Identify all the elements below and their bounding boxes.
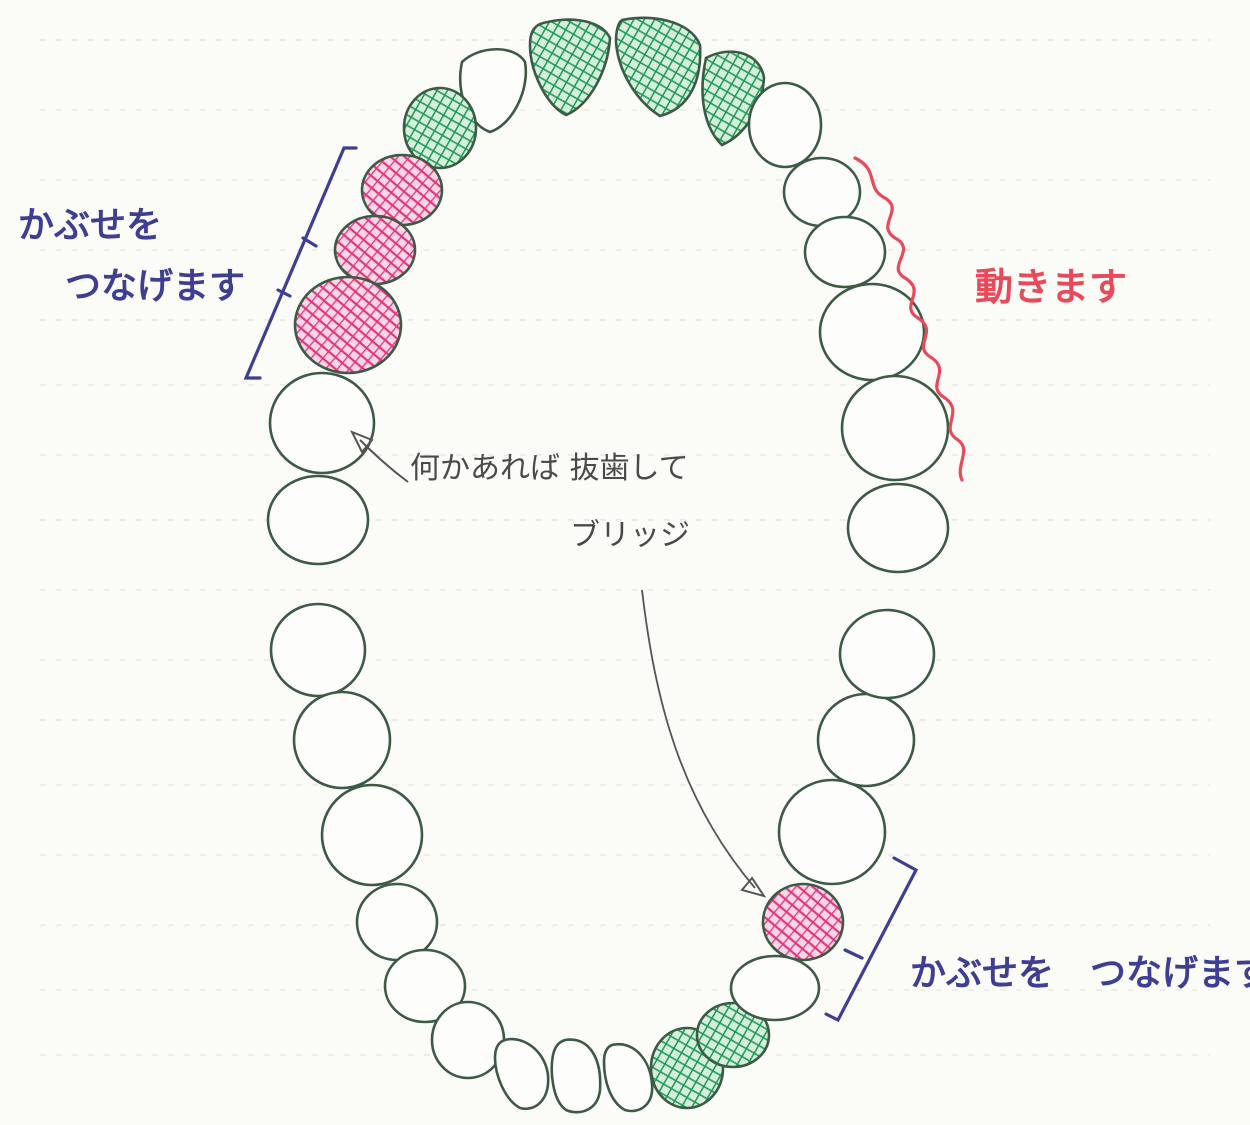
lower-tooth [816, 692, 916, 788]
lower-right-bridge-bracket [824, 856, 919, 1023]
upper-tooth [840, 374, 950, 482]
upper-tooth-pink [293, 275, 403, 375]
upper-tooth-pink [360, 153, 444, 227]
upper-tooth [268, 371, 376, 475]
lower-tooth [320, 783, 424, 887]
upper-tooth [747, 81, 823, 169]
upper-tooth [846, 482, 950, 574]
upper-arch [266, 16, 950, 574]
upper-tooth [266, 474, 370, 566]
extraction-arrowhead [349, 430, 374, 454]
bridge-arrowhead [740, 876, 767, 898]
lower-tooth [550, 1038, 602, 1114]
mobility-wavy-line [853, 156, 966, 482]
lower-tooth [430, 1000, 506, 1080]
lower-arch [269, 602, 936, 1114]
upper-left-bridge-label: つなげます [65, 266, 245, 307]
lower-right-bridge-label: かぶせを つなげます [910, 953, 1250, 994]
lower-tooth [602, 1042, 654, 1113]
upper-left-bridge-bracket [243, 146, 358, 380]
lower-tooth [493, 1037, 550, 1111]
lower-tooth [269, 602, 367, 698]
lower-tooth [777, 778, 887, 886]
lower-tooth-green [695, 1001, 771, 1069]
bridge-arrow [641, 589, 756, 889]
upper-tooth [818, 282, 926, 382]
upper-tooth [803, 215, 887, 289]
lower-tooth [383, 948, 467, 1024]
extraction-arrow [359, 439, 409, 483]
upper-tooth-pink [333, 214, 417, 286]
lower-tooth [355, 882, 439, 962]
upper-tooth-green [614, 16, 702, 118]
lower-tooth [838, 608, 936, 700]
lower-tooth-pink [761, 882, 845, 962]
upper-left-bridge-label: かぶせを [18, 205, 162, 246]
upper-tooth [782, 156, 862, 228]
lower-tooth [292, 690, 392, 790]
lower-tooth [729, 954, 821, 1022]
paper-rule-lines [40, 39, 1210, 1056]
extraction-note: ブリッジ [570, 518, 690, 553]
upper-tooth-green [402, 86, 478, 170]
upper-tooth-green [528, 18, 612, 117]
mobility-label: 動きます [975, 265, 1127, 309]
extraction-note: 何かあれば 抜歯して [410, 451, 689, 486]
